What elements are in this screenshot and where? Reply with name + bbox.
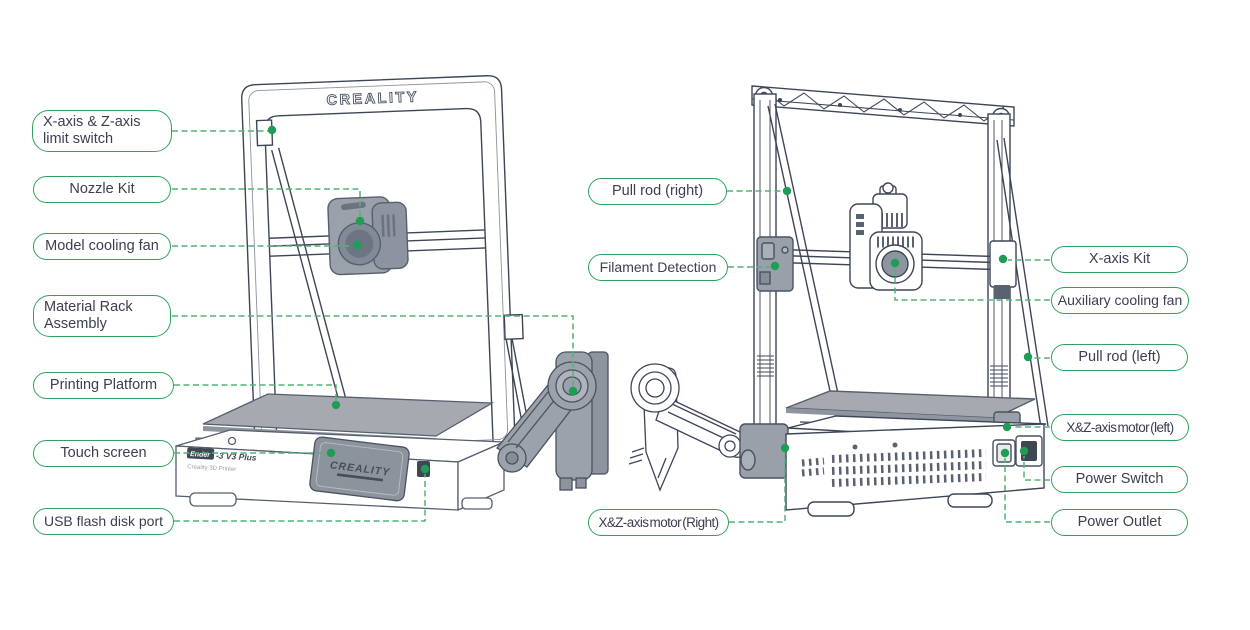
power-switch-part [1015, 435, 1043, 467]
model-subtitle-text: Creality 3D Printer [187, 464, 236, 473]
connector-lines [172, 130, 1050, 523]
printing-platform-part [202, 393, 495, 437]
label-nozzle-kit: Nozzle Kit [33, 176, 171, 203]
x-axis-kit-part [989, 240, 1017, 288]
label-x-axis-z-axis-limit-switch: X-axis & Z-axis limit switch [32, 110, 172, 152]
label-filament-detection: Filament Detection [588, 254, 728, 281]
material-rack-arms [496, 351, 749, 492]
nozzle-kit-part [327, 196, 409, 276]
label-printing-platform: Printing Platform [33, 372, 174, 399]
connection-dots [267, 125, 1033, 474]
touch-screen-part: CREALITY [309, 436, 410, 502]
label-touch-screen: Touch screen [33, 440, 174, 467]
label-power-outlet: Power Outlet [1051, 509, 1188, 536]
label-power-switch: Power Switch [1051, 466, 1188, 493]
print-head-back [849, 182, 923, 291]
pull-rod-left-part [996, 137, 1049, 429]
label-material-rack-assembly: Material Rack Assembly [33, 295, 171, 337]
label-usb-flash-disk-port: USB flash disk port [33, 508, 174, 535]
left-pull-rods [271, 147, 355, 430]
label-pull-rod-right: Pull rod (right) [588, 178, 727, 205]
frame-logo-text: CREALITY [326, 89, 419, 109]
label-xz-axis-motor-left: X&Z-axis motor (left) [1051, 414, 1189, 441]
label-x-axis-kit: X-axis Kit [1051, 246, 1188, 273]
label-auxiliary-cooling-fan: Auxiliary cooling fan [1051, 287, 1189, 314]
label-xz-axis-motor-right: X&Z-axis motor (Right) [588, 509, 729, 536]
label-pull-rod-left: Pull rod (left) [1051, 344, 1188, 371]
right-printer-illustration [739, 85, 1049, 517]
model-badge-text: Ender [190, 451, 211, 459]
label-model-cooling-fan: Model cooling fan [33, 233, 171, 260]
pull-rod-right-part [767, 103, 848, 438]
left-printer-base: Ender -3 V3 Plus Creality 3D Printer CRE… [175, 393, 505, 511]
